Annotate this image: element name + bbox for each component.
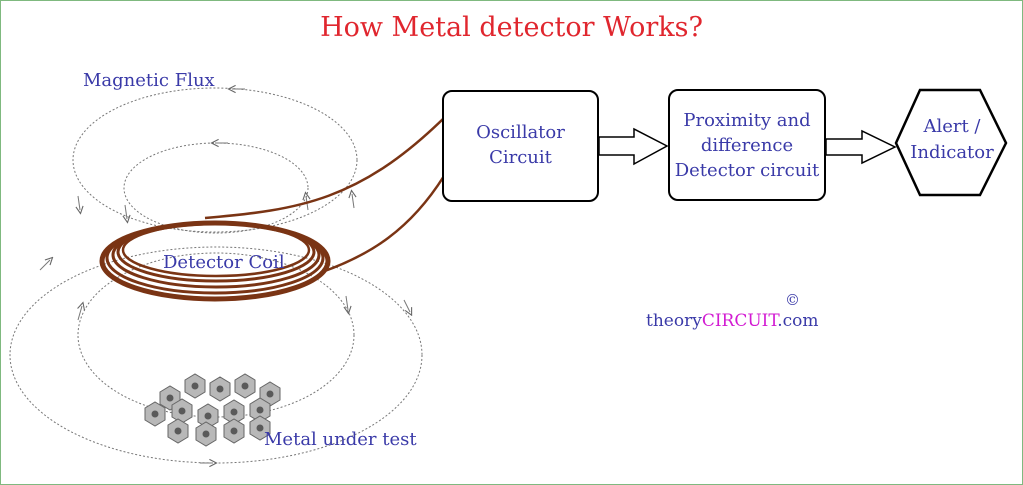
alert-indicator-hexagon [894, 88, 1008, 197]
detector-circuit-block: Proximity and difference Detector circui… [668, 89, 826, 201]
flux-arrow-icon [403, 299, 410, 312]
flux-arrow-icon [125, 204, 127, 219]
lead-wire-upper [204, 117, 445, 220]
detector-coil-label: Detector Coil [163, 252, 285, 273]
oscillator-line-2: Circuit [489, 147, 552, 168]
watermark-prefix: theory [646, 311, 702, 331]
lead-wire-lower [321, 175, 446, 274]
flux-arrow-icon [346, 295, 348, 310]
flux-arrow-icon [78, 195, 80, 210]
flux-arrow-icon [39, 260, 50, 271]
magnetic-flux-label: Magnetic Flux [83, 70, 215, 91]
oscillator-circuit-block: Oscillator Circuit [442, 90, 599, 202]
copyright-symbol: © [785, 291, 800, 309]
alert-line-2: Indicator [910, 142, 994, 163]
detector-coil-icon [99, 220, 331, 302]
flux-loop-lower-inner [77, 252, 355, 418]
coil-lead-wires [204, 117, 446, 274]
block-arrow-oscillator-to-detector [598, 127, 669, 166]
watermark-suffix: .com [777, 311, 819, 331]
flux-direction-arrows [39, 89, 410, 463]
oscillator-line-1: Oscillator [476, 122, 565, 143]
metal-nuts-icon [144, 373, 281, 447]
page-title: How Metal detector Works? [320, 12, 703, 43]
block-arrow-detector-to-alert [825, 129, 897, 165]
flux-loop-upper-inner [123, 142, 309, 234]
metal-under-test-label: Metal under test [264, 429, 417, 450]
watermark-brand: CIRCUIT [701, 311, 778, 331]
detector-line-3: Detector circuit [674, 160, 820, 181]
detector-line-1: Proximity and [683, 110, 811, 131]
watermark: theoryCIRCUIT.com [646, 311, 819, 331]
flux-arrow-icon [352, 194, 354, 209]
flux-arrow-icon [78, 306, 82, 321]
alert-line-1: Alert / [923, 116, 981, 137]
flux-loop-upper-outer [72, 87, 358, 233]
alert-indicator-text: Alert / Indicator [900, 114, 1004, 166]
detector-line-2: difference [700, 135, 794, 156]
